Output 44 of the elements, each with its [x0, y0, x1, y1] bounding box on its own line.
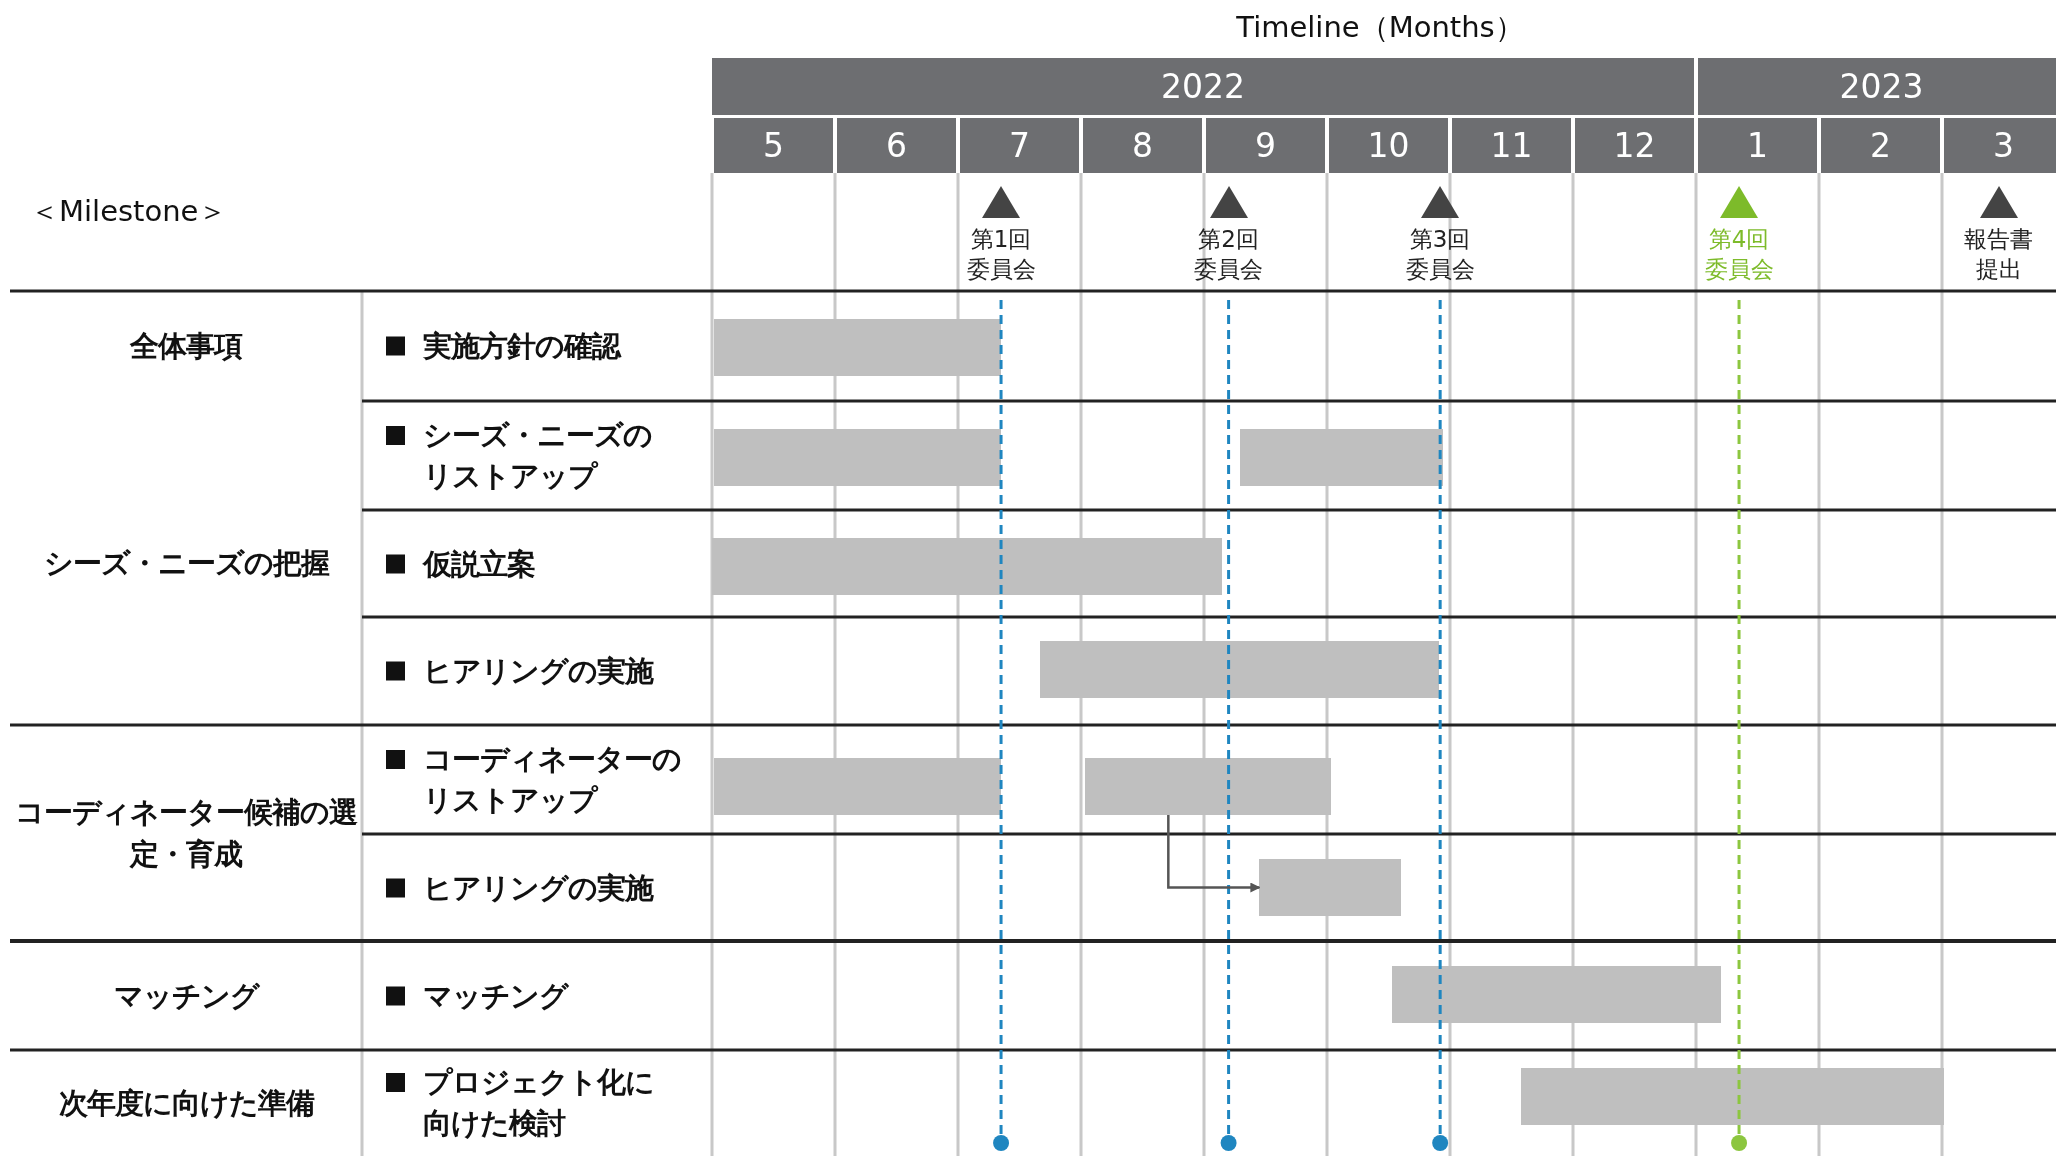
task-label: プロジェクト化に向けた検討	[423, 1064, 655, 1142]
year-header: 2022	[712, 58, 1694, 115]
task-label: コーディネーターのリストアップ	[423, 740, 682, 819]
gantt-bar	[1239, 429, 1443, 486]
milestone-label: 第3回委員会	[1404, 225, 1476, 284]
month-header: 1	[1698, 118, 1817, 173]
gantt-bar	[1259, 859, 1401, 916]
gantt-bar	[714, 429, 1002, 486]
year-header: 2023	[1698, 58, 2056, 115]
arrow	[1167, 815, 1261, 893]
milestone-label: 第2回委員会	[1193, 225, 1265, 284]
gantt-bar	[1392, 966, 1721, 1023]
month-header: 7	[960, 118, 1079, 173]
month-header: 10	[1329, 118, 1448, 173]
task-label: ヒアリングの実施	[423, 652, 655, 690]
month-header: 11	[1452, 118, 1571, 173]
gantt-bar	[714, 319, 1002, 376]
month-header: 5	[714, 118, 833, 173]
category-label: シーズ・ニーズの把握	[42, 545, 330, 582]
month-header: 3	[1944, 118, 2056, 173]
category-label: マッチング	[112, 977, 261, 1015]
task-label: マッチング	[423, 977, 570, 1014]
category-label: コーディネーター候補の選定・育成	[14, 794, 359, 873]
category-label: 次年度に向けた準備	[57, 1085, 315, 1122]
gantt-bar	[1040, 641, 1439, 698]
milestone-label: 第1回委員会	[965, 225, 1037, 284]
gantt-bar	[1521, 1068, 1945, 1125]
milestone-label: 第4回委員会	[1703, 225, 1775, 284]
task-label: 仮説立案	[423, 545, 536, 582]
month-header: 9	[1206, 118, 1325, 173]
task-label: 実施方針の確認	[423, 327, 623, 365]
gantt-bar	[1084, 758, 1331, 815]
task-label: シーズ・ニーズのリストアップ	[423, 416, 653, 495]
chart-title: Timeline（Months）	[1235, 9, 1525, 46]
month-header: 8	[1083, 118, 1202, 173]
milestone-heading: ＜Milestone＞	[30, 193, 228, 230]
milestone-label: 報告書提出	[1963, 225, 2035, 284]
month-header: 6	[837, 118, 956, 173]
month-header: 2	[1821, 118, 1940, 173]
category-label: 全体事項	[129, 328, 244, 365]
gantt-bar	[712, 538, 1223, 595]
gantt-bar	[714, 758, 1002, 815]
task-label: ヒアリングの実施	[423, 869, 655, 906]
month-header: 12	[1575, 118, 1694, 173]
